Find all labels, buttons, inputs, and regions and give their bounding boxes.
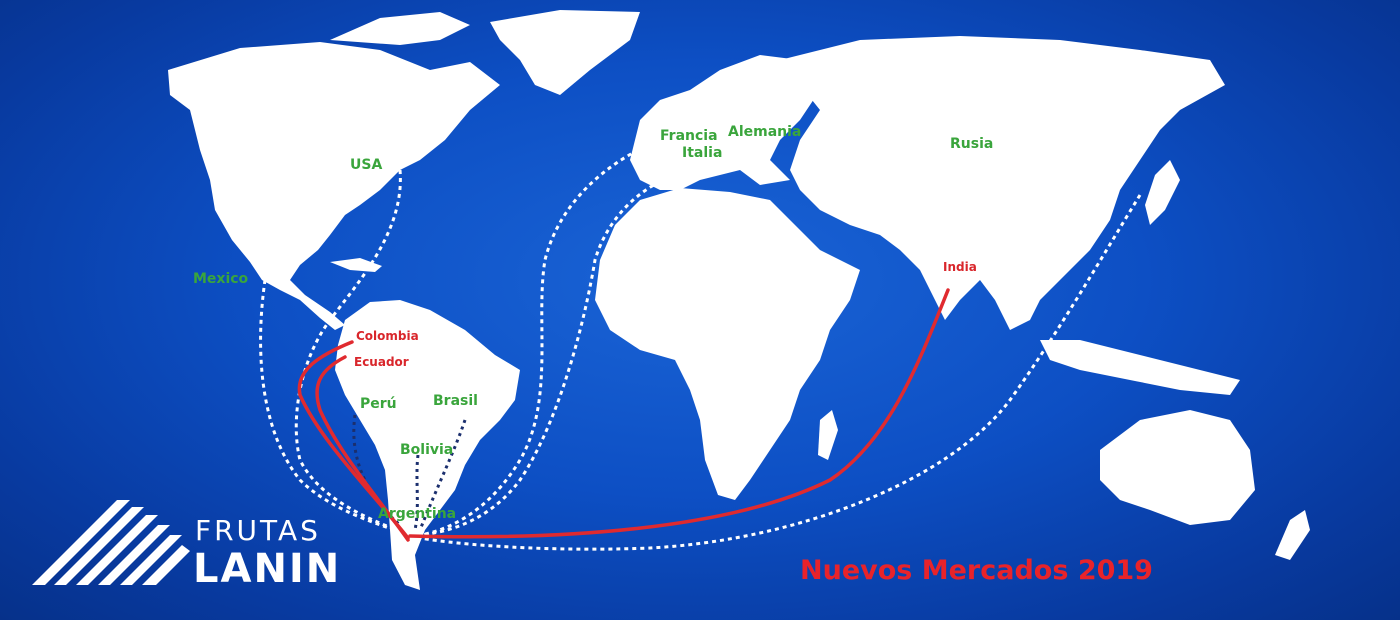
japan xyxy=(1145,160,1180,225)
route-brasil xyxy=(418,419,467,531)
route-india xyxy=(408,288,950,539)
asia xyxy=(780,36,1225,330)
route-mexico xyxy=(259,279,411,537)
label-rusia: Rusia xyxy=(950,136,994,152)
label-peru: Perú xyxy=(360,396,397,412)
africa xyxy=(595,188,860,500)
brand-line-2: LANIN xyxy=(193,546,342,592)
label-mexico: Mexico xyxy=(193,271,249,287)
new-zealand xyxy=(1275,510,1310,560)
caribbean xyxy=(330,258,382,272)
label-bolivia: Bolivia xyxy=(400,442,454,458)
brand-line-1: FRUTAS xyxy=(195,514,321,547)
label-italia: Italia xyxy=(682,145,723,161)
label-francia: Francia xyxy=(660,128,718,144)
greenland xyxy=(490,10,640,95)
indonesia xyxy=(1040,340,1240,395)
south-america xyxy=(335,300,520,590)
north-america xyxy=(168,42,500,330)
label-india: India xyxy=(943,260,977,274)
route-ecuador xyxy=(315,355,410,542)
route-asia xyxy=(419,194,1142,551)
route-bolivia xyxy=(413,454,420,531)
new-market-routes xyxy=(297,288,950,542)
label-alemania: Alemania xyxy=(728,124,802,140)
continents xyxy=(168,10,1310,590)
label-brasil: Brasil xyxy=(433,393,478,409)
label-colombia: Colombia xyxy=(356,329,419,343)
label-argentina: Argentina xyxy=(378,506,457,522)
europe xyxy=(630,55,820,190)
label-ecuador: Ecuador xyxy=(354,355,409,369)
route-europe-1 xyxy=(419,138,661,537)
madagascar xyxy=(818,410,838,460)
page-title: Nuevos Mercados 2019 xyxy=(800,555,1153,586)
route-europe-2 xyxy=(419,168,691,537)
north-america-islands xyxy=(330,12,470,45)
australia xyxy=(1100,410,1255,525)
diagonal-stripes-logo-icon xyxy=(32,500,190,585)
label-usa: USA xyxy=(350,157,383,173)
